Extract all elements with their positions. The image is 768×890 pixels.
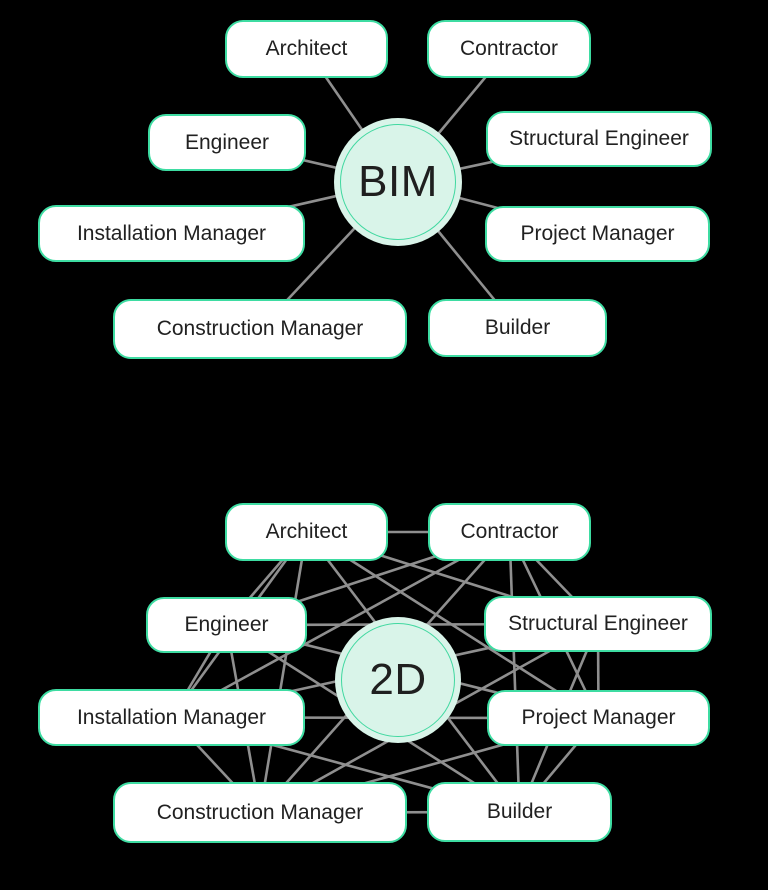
node-contractor: Contractor bbox=[427, 20, 591, 78]
node-project-manager: Project Manager bbox=[487, 690, 710, 746]
node-builder-label: Builder bbox=[486, 800, 553, 823]
node-contractor-label: Contractor bbox=[460, 520, 559, 543]
node-installation-manager: Installation Manager bbox=[38, 689, 305, 746]
node-structural-engineer-label: Structural Engineer bbox=[509, 127, 689, 150]
node-installation-manager: Installation Manager bbox=[38, 205, 305, 262]
node-project-manager: Project Manager bbox=[485, 206, 710, 262]
connector-line bbox=[258, 531, 308, 813]
node-builder: Builder bbox=[428, 299, 607, 357]
node-architect: Architect bbox=[225, 503, 388, 561]
2d-hub-circle: 2D bbox=[335, 617, 461, 743]
2d-hub-label: 2D bbox=[369, 655, 427, 704]
node-architect: Architect bbox=[225, 20, 388, 78]
bim-hub-label: BIM bbox=[358, 157, 438, 206]
node-project-manager-label: Project Manager bbox=[521, 706, 676, 729]
node-structural-engineer: Structural Engineer bbox=[486, 111, 712, 167]
node-engineer: Engineer bbox=[148, 114, 306, 171]
node-construction-manager-label: Construction Manager bbox=[156, 800, 364, 824]
node-builder-label: Builder bbox=[484, 316, 551, 339]
node-architect-label: Architect bbox=[265, 520, 348, 543]
node-construction-manager: Construction Manager bbox=[113, 299, 407, 359]
node-architect-label: Architect bbox=[265, 37, 348, 60]
bim-hub-circle: BIM bbox=[334, 118, 462, 246]
node-builder: Builder bbox=[427, 782, 612, 842]
node-contractor: Contractor bbox=[428, 503, 591, 561]
node-engineer-label: Engineer bbox=[184, 613, 269, 636]
node-structural-engineer-label: Structural Engineer bbox=[508, 612, 688, 635]
node-installation-manager-label: Installation Manager bbox=[76, 705, 267, 729]
node-installation-manager-label: Installation Manager bbox=[76, 221, 267, 245]
node-construction-manager-label: Construction Manager bbox=[156, 317, 364, 340]
node-structural-engineer: Structural Engineer bbox=[484, 596, 712, 652]
node-project-manager-label: Project Manager bbox=[520, 222, 675, 245]
node-engineer-label: Engineer bbox=[184, 130, 270, 154]
node-contractor-label: Contractor bbox=[459, 37, 559, 60]
node-engineer: Engineer bbox=[146, 597, 307, 653]
node-construction-manager: Construction Manager bbox=[113, 782, 407, 843]
